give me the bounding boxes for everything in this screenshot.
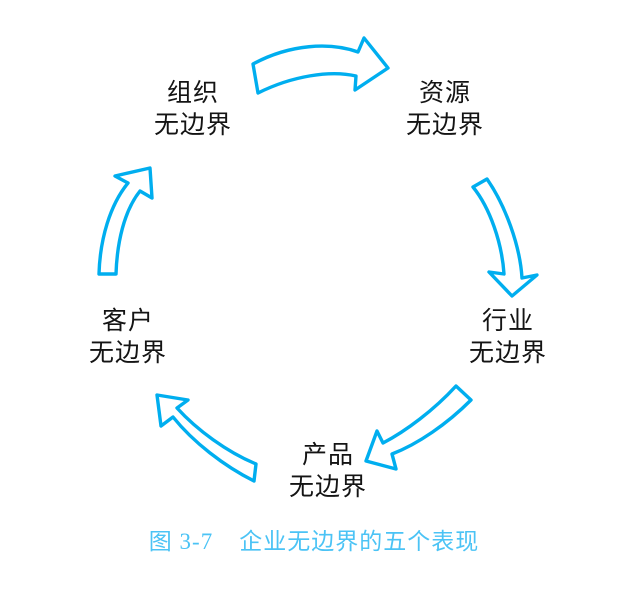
figure-caption-number: 图 3-7 — [148, 529, 214, 554]
node-label-product: 产品 无边界 — [258, 440, 398, 504]
node-industry-line2: 无边界 — [468, 340, 547, 367]
node-label-resource: 资源 无边界 — [375, 78, 515, 142]
arrow-industry-to-product — [364, 384, 473, 471]
node-label-customer: 客户 无边界 — [58, 306, 198, 370]
node-organization-line1: 组织 — [166, 80, 219, 107]
node-resource-line2: 无边界 — [405, 112, 484, 139]
node-customer-line2: 无边界 — [88, 340, 167, 367]
node-industry-line1: 行业 — [481, 308, 534, 335]
arrow-customer-to-organization — [97, 166, 154, 276]
arrow-resource-to-industry — [471, 177, 539, 298]
node-resource-line1: 资源 — [418, 80, 471, 107]
arrow-product-to-customer — [155, 393, 258, 483]
arrow-organization-to-resource — [251, 36, 390, 95]
node-customer-line1: 客户 — [101, 308, 154, 335]
node-product-line2: 无边界 — [288, 474, 367, 501]
node-label-organization: 组织 无边界 — [123, 78, 263, 142]
figure-caption: 图 3-7 企业无边界的五个表现 — [0, 522, 628, 556]
node-product-line1: 产品 — [301, 442, 354, 469]
node-organization-line2: 无边界 — [153, 112, 232, 139]
node-label-industry: 行业 无边界 — [438, 306, 578, 370]
figure-caption-title: 企业无边界的五个表现 — [239, 529, 480, 554]
